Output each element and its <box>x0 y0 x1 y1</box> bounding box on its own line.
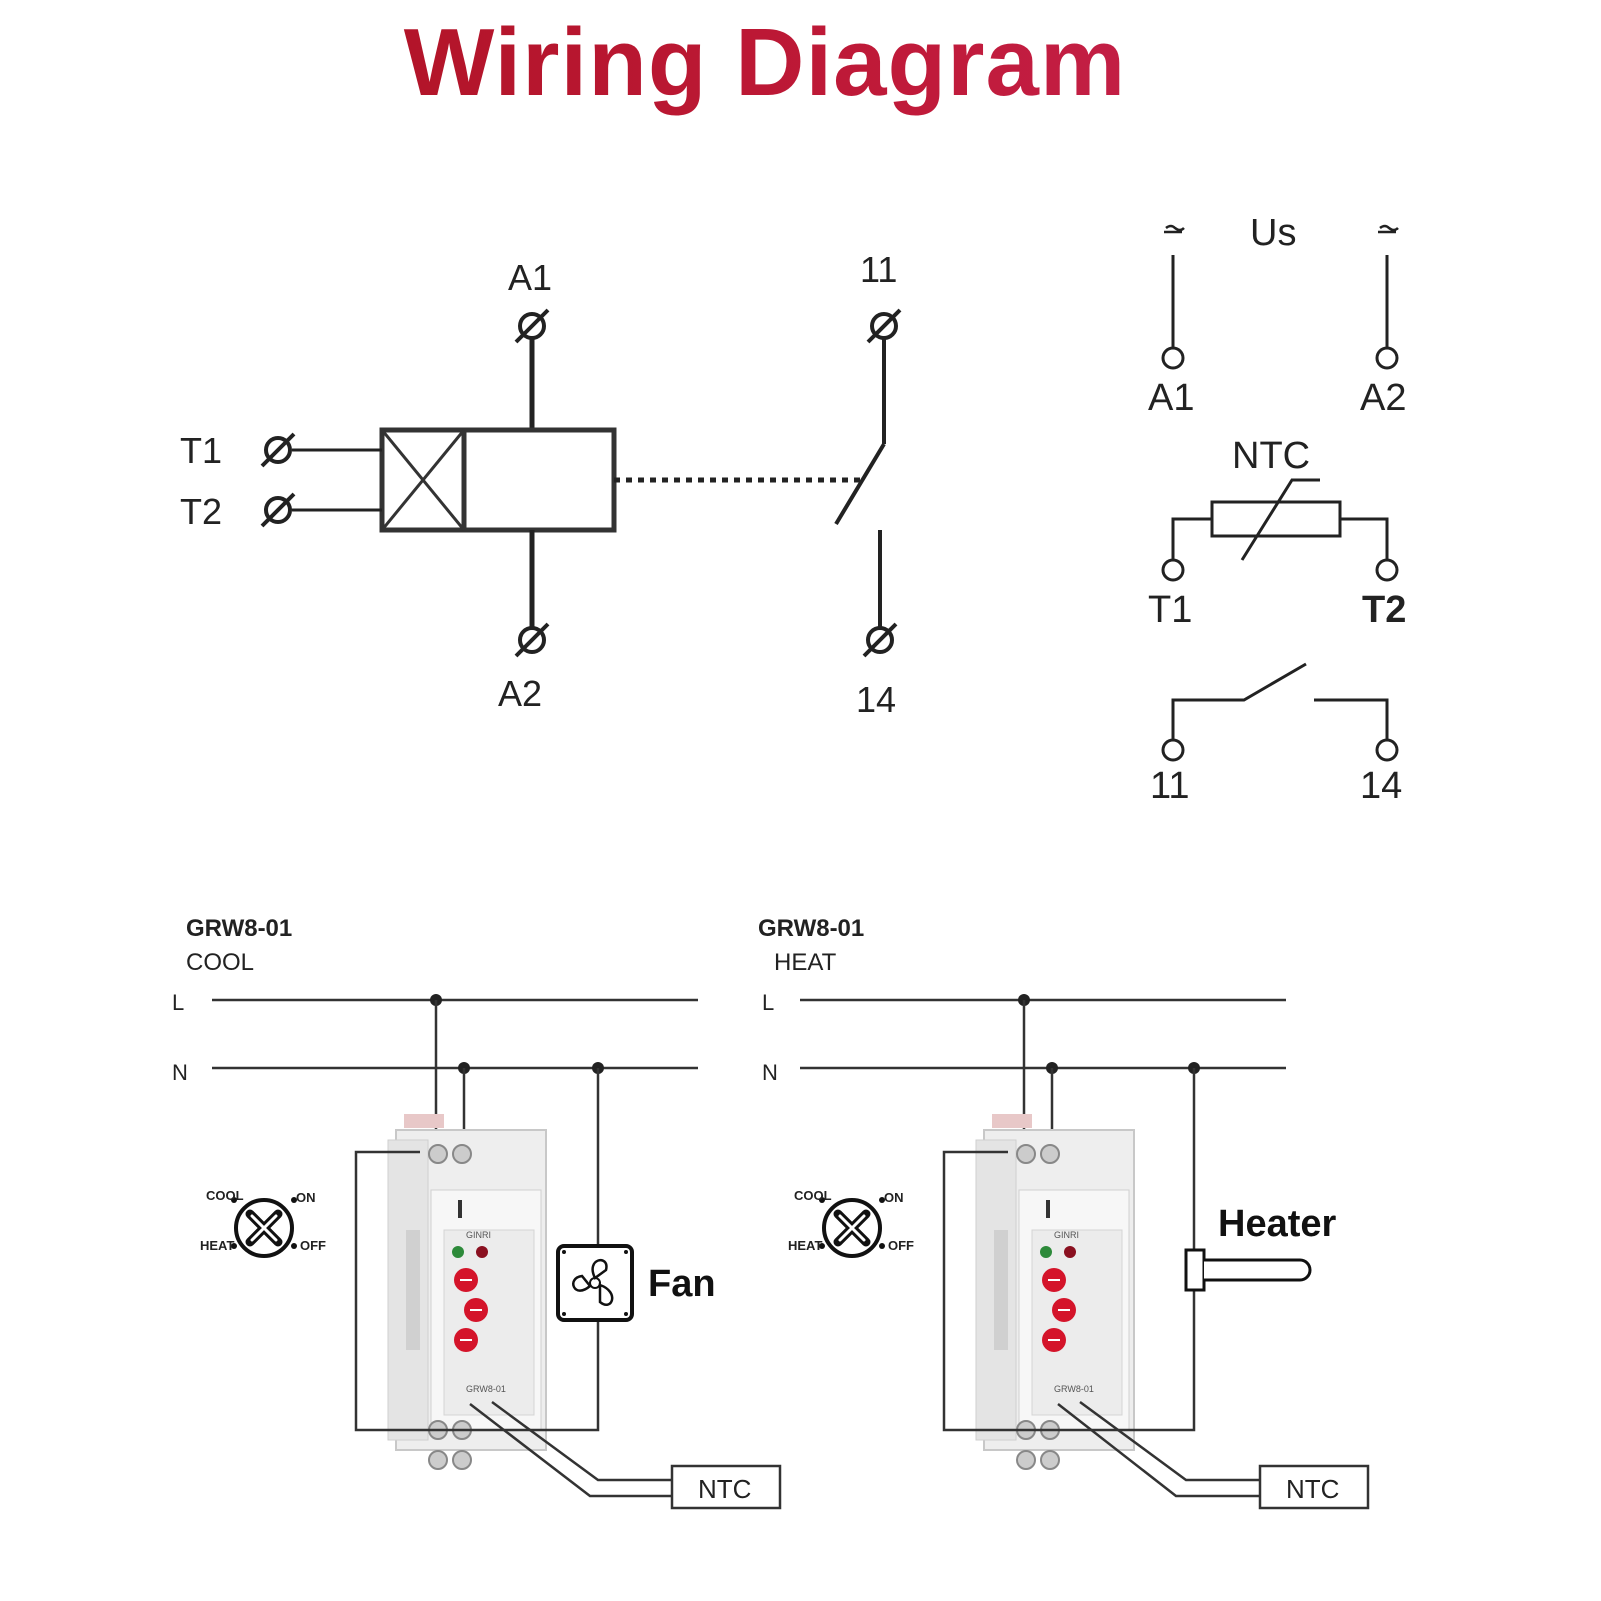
schematic-14-label: 14 <box>856 679 896 720</box>
cool-ntc-sensor <box>670 1464 782 1510</box>
no-contact-symbol: 11 14 <box>1150 662 1402 807</box>
mode-dial-icon <box>231 1197 297 1256</box>
heat-device-label: GRW8-01 <box>1054 1384 1094 1394</box>
cool-dial-off-label: OFF <box>300 1238 326 1253</box>
cool-dial-cool-label: COOL <box>206 1188 244 1203</box>
heat-dial-on-label: ON <box>884 1190 904 1205</box>
cool-mode-label: COOL <box>186 949 254 976</box>
heat-line-n-label: N <box>762 1060 778 1085</box>
symbol-a2-label: A2 <box>1360 377 1406 419</box>
cool-model-label: GRW8-01 <box>186 915 292 942</box>
symbol-11-label: 11 <box>1150 765 1189 807</box>
cool-device-label: GRW8-01 <box>466 1384 506 1394</box>
symbol-t2-label: T2 <box>1362 589 1406 631</box>
cool-dial-heat-label: HEAT <box>200 1238 234 1253</box>
mode-dial-icon <box>819 1197 885 1256</box>
heat-device-brand: GINRI <box>1054 1230 1079 1240</box>
terminal-symbols: Us A1 A2 NTC T1 T2 11 14 <box>1148 212 1406 807</box>
cool-line-l-label: L <box>172 990 184 1015</box>
symbol-t1-label: T1 <box>1148 589 1192 631</box>
terminal-a1 <box>514 308 550 344</box>
heat-ntc-sensor <box>1258 1464 1370 1510</box>
symbol-a1-label: A1 <box>1148 377 1194 419</box>
fan-label: Fan <box>648 1263 716 1305</box>
heat-dial-cool-label: COOL <box>794 1188 832 1203</box>
heat-wiring-panel: GRW8-01 HEAT L N Heater NTC COOL ON HEAT… <box>758 915 1370 1510</box>
schematic-11-label: 11 <box>860 249 897 290</box>
schematic-t1-label: T1 <box>180 430 222 471</box>
supply-voltage-symbol: Us A1 A2 <box>1148 212 1406 419</box>
terminal-t1 <box>260 432 296 468</box>
heat-relay-device <box>975 1113 1135 1470</box>
terminal-a2 <box>514 622 550 658</box>
heat-dial-heat-label: HEAT <box>788 1238 822 1253</box>
fan-icon <box>556 1244 634 1322</box>
ntc-symbol-label: NTC <box>1232 435 1310 477</box>
cool-line-n-label: N <box>172 1060 188 1085</box>
schematic-a1-label: A1 <box>508 257 552 298</box>
cool-mode-dial: COOL ON HEAT OFF <box>200 1188 326 1256</box>
cool-device-brand: GINRI <box>466 1230 491 1240</box>
relay-coil-box <box>379 427 617 533</box>
heater-icon <box>1184 1248 1312 1292</box>
terminal-t2 <box>260 492 296 528</box>
heater-label: Heater <box>1218 1203 1336 1245</box>
symbol-14-label: 14 <box>1360 765 1402 807</box>
us-label: Us <box>1250 212 1296 254</box>
cool-ntc-label: NTC <box>698 1474 751 1504</box>
ntc-thermistor-symbol: NTC T1 T2 <box>1148 435 1406 631</box>
heat-ntc-label: NTC <box>1286 1474 1339 1504</box>
relay-contact-switch <box>834 442 886 526</box>
schematic-a2-label: A2 <box>498 673 542 714</box>
heat-mode-dial: COOL ON HEAT OFF <box>788 1188 914 1256</box>
heat-dial-off-label: OFF <box>888 1238 914 1253</box>
cool-dial-on-label: ON <box>296 1190 316 1205</box>
heat-line-l-label: L <box>762 990 774 1015</box>
page-title: Wiring Diagram <box>0 8 1530 118</box>
terminal-11 <box>866 308 902 344</box>
relay-schematic: A1 A2 T1 T2 11 14 <box>180 249 902 720</box>
cool-relay-device <box>387 1113 547 1470</box>
terminal-14 <box>862 622 898 658</box>
heat-model-label: GRW8-01 <box>758 915 864 942</box>
heat-mode-label: HEAT <box>774 949 837 976</box>
schematic-t2-label: T2 <box>180 491 222 532</box>
cool-wiring-panel: GRW8-01 COOL L N Fan NTC COOL <box>172 915 782 1510</box>
